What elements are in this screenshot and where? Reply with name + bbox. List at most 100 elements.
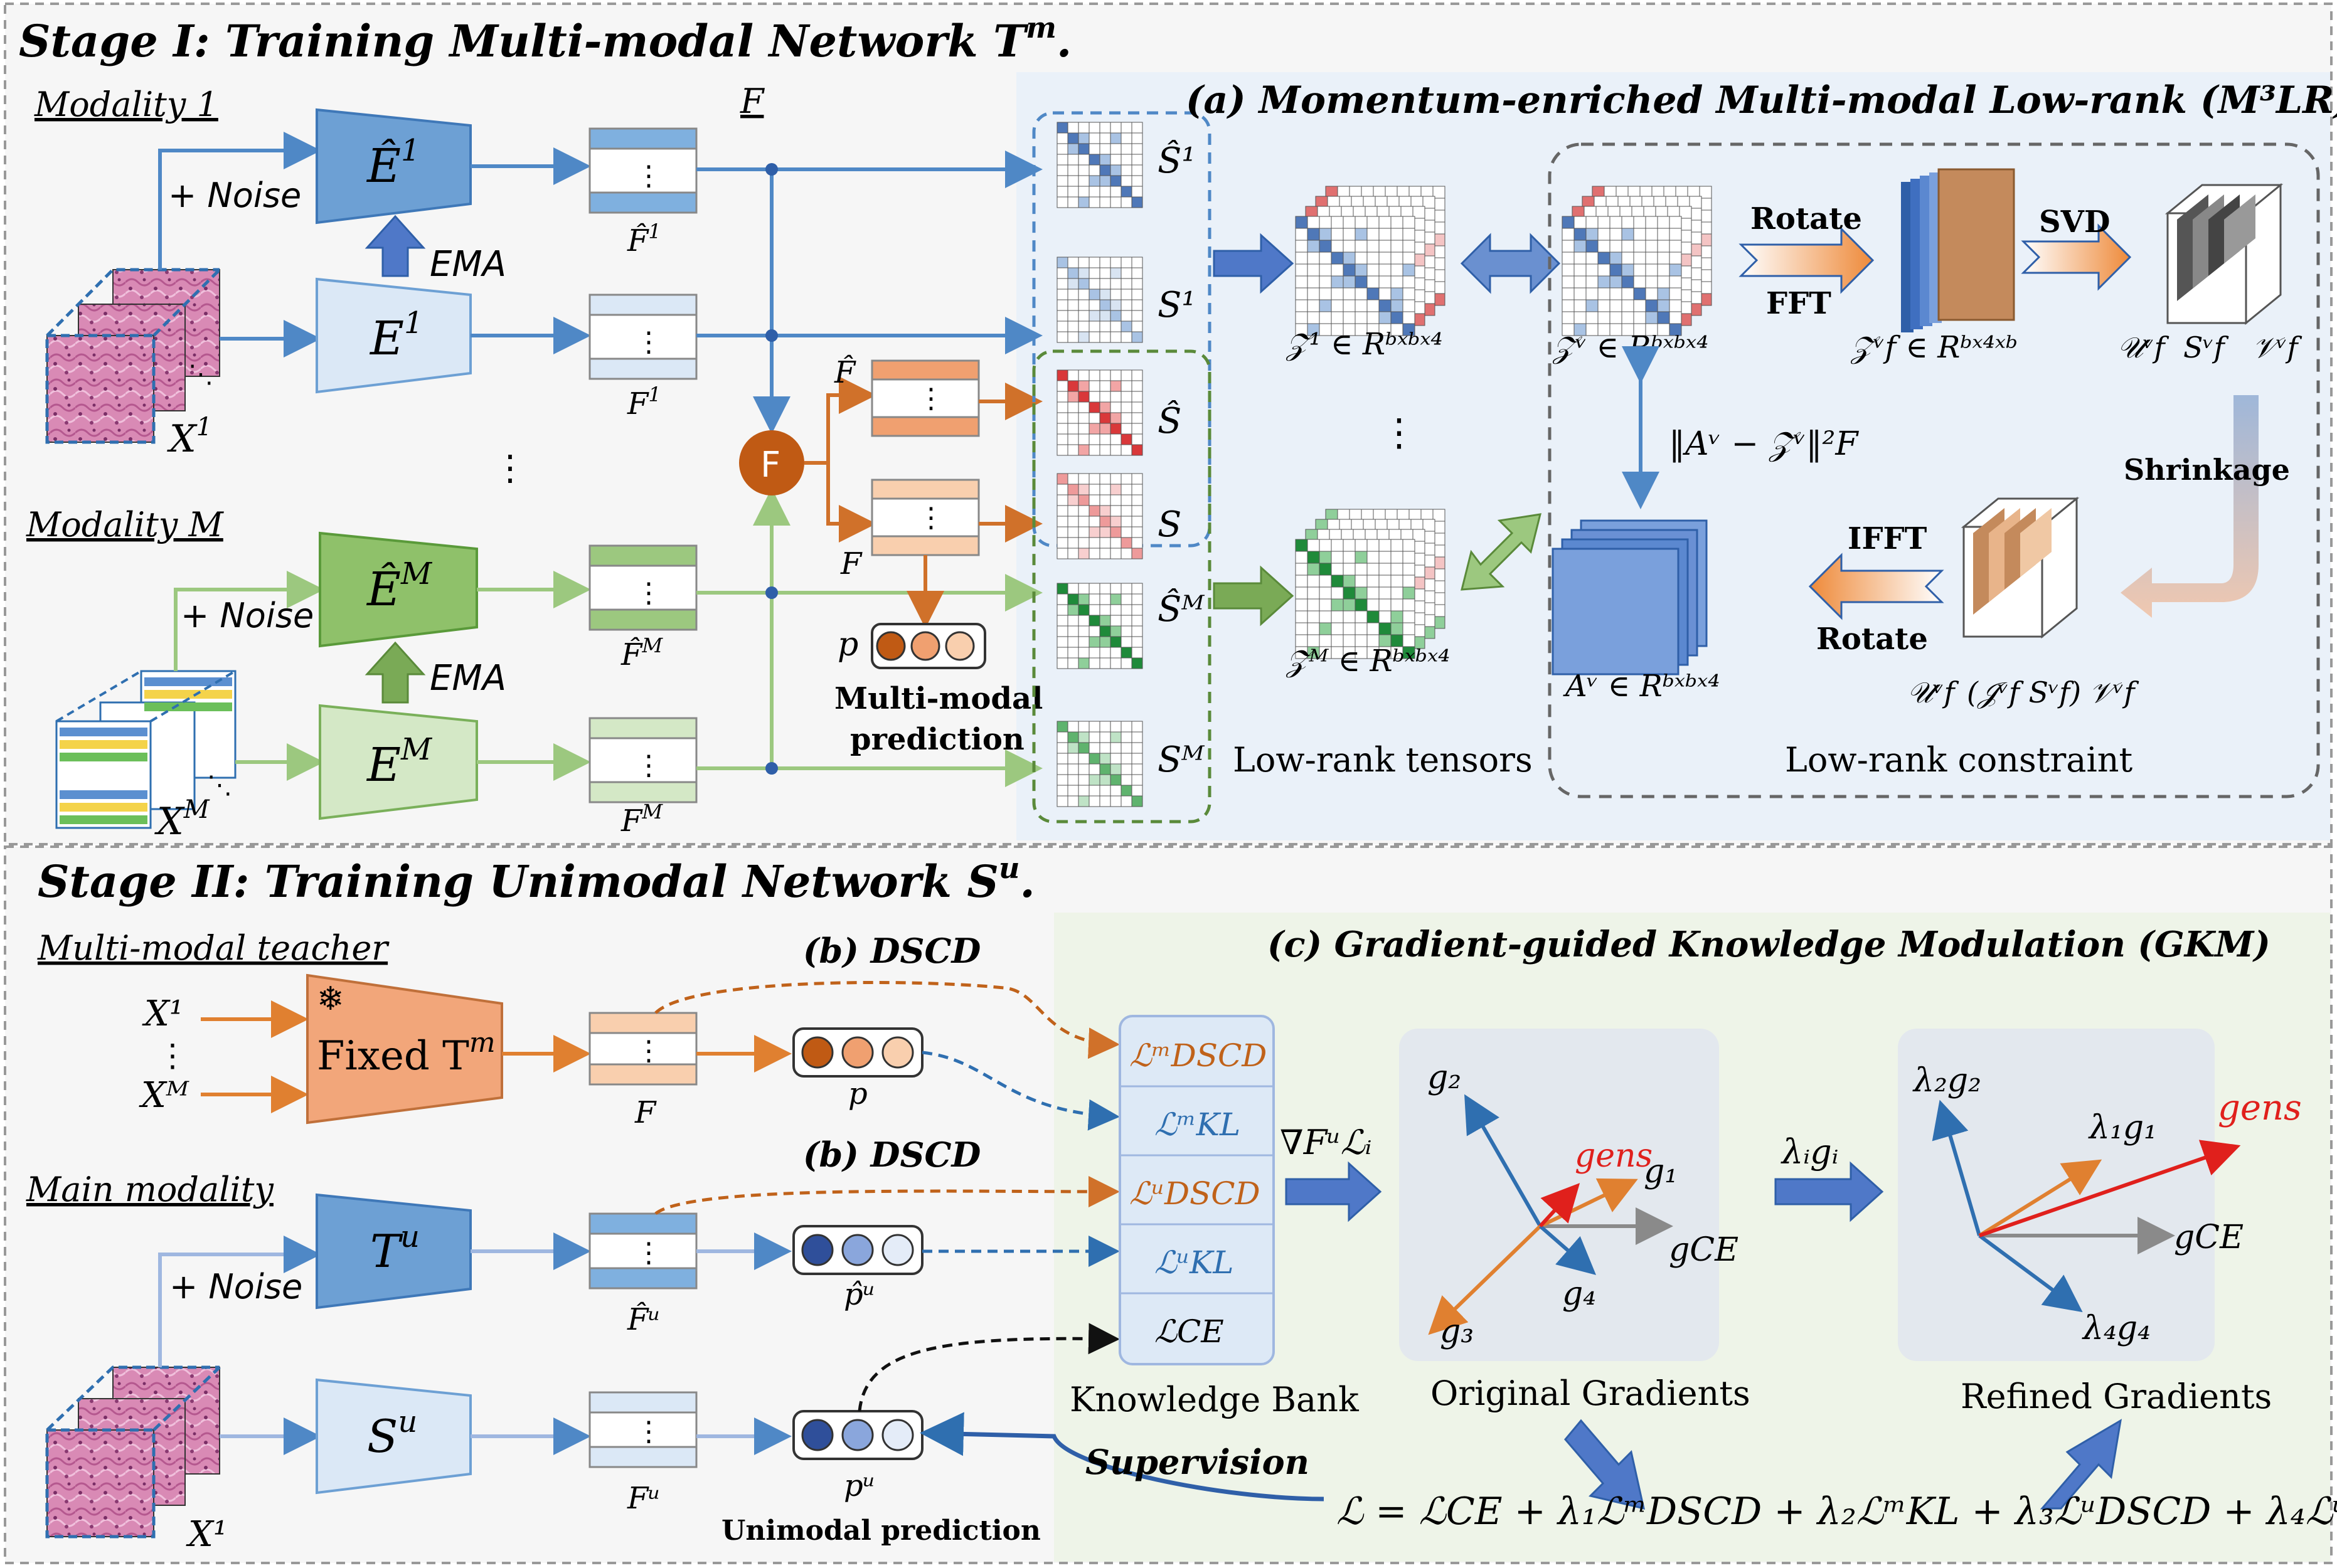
svd-label: SVD	[2039, 204, 2111, 240]
lambda4-g4-vector	[1978, 1234, 2083, 1313]
av-label: Aᵛ ∈ Rᵇˣᵇˣ⁴	[1563, 669, 1720, 704]
g4-vector	[1539, 1224, 1597, 1275]
kb-item-m-dscd: ℒᵐDSCD	[1129, 1037, 1267, 1074]
multimodal-prediction	[871, 623, 986, 669]
shrinkage-arrow	[2121, 395, 2259, 618]
xm-label: XM	[154, 795, 210, 844]
svg-text:ÊM: ÊM	[366, 556, 433, 617]
tu-encoder	[316, 1193, 472, 1310]
svg-text:⋮: ⋮	[635, 750, 663, 781]
g-ens-refined-vector	[1979, 1140, 2241, 1237]
svg-text:⋱: ⋱	[207, 771, 232, 800]
fused-label: F	[840, 546, 863, 581]
teacher-pred	[792, 1027, 924, 1078]
gens-r-label: gens	[2218, 1088, 2302, 1128]
stage1-title: Stage I: Training Multi-modal Network Tm…	[19, 11, 1072, 67]
fused-hat-feature: ⋮	[871, 359, 980, 437]
s-label-svd: Sᵛf	[2183, 331, 2229, 364]
knowledge-bank-label: Knowledge Bank	[1070, 1380, 1360, 1419]
lowrank-constraint-label: Low-rank constraint	[1785, 740, 2133, 780]
kb-item-ce: ℒCE	[1154, 1313, 1224, 1350]
zm-tensor	[1295, 509, 1445, 659]
svg-text:⋮: ⋮	[917, 502, 945, 534]
dscd-label-2: (b) DSCD	[803, 1135, 981, 1175]
zv-tensor	[1562, 186, 1712, 336]
fusion-node	[739, 430, 804, 495]
feat-u-label: Fᵘ	[627, 1481, 660, 1516]
x1-label: X1	[167, 413, 212, 461]
student-x1-label: X¹	[186, 1514, 227, 1555]
modality-1-label: Modality 1	[34, 85, 218, 124]
svd-cube	[2164, 183, 2284, 326]
arrow-to-zm	[1213, 565, 1294, 627]
svg-text:EM: EM	[366, 732, 433, 792]
kb-item-u-dscd: ℒᵘDSCD	[1129, 1175, 1260, 1212]
double-arrow-zm	[1461, 513, 1542, 591]
g-ens-vector	[1538, 1183, 1580, 1228]
svd-arrow	[2021, 223, 2132, 291]
stage2-title: Stage II: Training Unimodal Network Su.	[38, 851, 1035, 908]
svg-text:⋮: ⋮	[635, 1416, 663, 1448]
zm-label: 𝒵ᴹ ∈ Rᵇˣᵇˣ⁴	[1286, 644, 1450, 679]
noise-label-u: + Noise	[169, 1267, 302, 1306]
noise-label-1: + Noise	[168, 176, 301, 215]
double-arrow-z1	[1460, 233, 1561, 294]
z1-tensor	[1295, 186, 1445, 336]
lambda1-g1-vector	[1978, 1159, 2102, 1237]
arrow-to-z1	[1213, 233, 1294, 294]
zm-tensor-slice	[1295, 539, 1415, 659]
fused-modality-label: F	[740, 82, 765, 121]
supervision-label: Supervision	[1085, 1442, 1309, 1482]
g1-label: g₁	[1644, 1153, 1678, 1190]
encoder-hat-1	[316, 108, 472, 225]
feat-1-label: F1	[627, 383, 661, 421]
feat-hat-m-label: F̂M	[620, 633, 663, 672]
zv-label: 𝒵ᵛ ∈ Rᵇˣᵇˣ⁴	[1552, 330, 1708, 365]
vertical-dots-1: ⋮	[492, 448, 528, 489]
svg-text:Tu: Tu	[370, 1219, 420, 1278]
u-label: 𝒰ᵛf	[2117, 331, 2169, 364]
main-modality-label: Main modality	[26, 1170, 274, 1209]
v-label: 𝒱ᵛf	[2252, 331, 2302, 364]
s-1-matrix	[1057, 257, 1143, 343]
p-label: p	[838, 626, 858, 664]
gkm-title: (c) Gradient-guided Knowledge Modulation…	[1267, 924, 2270, 965]
svg-text:Fixed Tm: Fixed Tm	[317, 1027, 496, 1079]
fused-hat-label: F̂	[834, 354, 856, 390]
ema-arrow-1	[365, 215, 426, 277]
lg4-label: λ₄g₄	[2082, 1310, 2151, 1347]
lambda-g-label: λᵢgᵢ	[1781, 1132, 1839, 1172]
svg-text:⋮: ⋮	[917, 383, 945, 415]
p-u-label: pᵘ	[844, 1468, 875, 1503]
ema-label-1: EMA	[430, 244, 506, 285]
unimodal-pred-label: Unimodal prediction	[721, 1515, 1041, 1547]
lambda2-g2-vector	[1932, 1099, 1981, 1236]
arrow-loss-to-original	[1564, 1419, 1645, 1510]
v2-label: 𝒱ᵛf	[2089, 675, 2139, 709]
g4-label: g₄	[1562, 1275, 1596, 1313]
z1-tensor-slice	[1295, 216, 1415, 336]
s-matrix	[1057, 473, 1143, 559]
lowrank-constraint-box	[1548, 142, 2320, 798]
svg-text:E1: E1	[369, 305, 423, 366]
encoder-1	[316, 277, 472, 394]
rotate-fft-arrow	[1738, 226, 1875, 294]
teacher-feature: ⋮	[588, 1012, 698, 1086]
ema-arrow-m	[365, 641, 426, 704]
ifft-label: IFFT	[1848, 521, 1927, 556]
feature-hat-1: ⋮	[588, 127, 698, 214]
fused-feature: ⋮	[871, 479, 980, 556]
svg-text:F: F	[760, 445, 780, 485]
rotate-label: Rotate	[1750, 201, 1862, 236]
teacher-xdots: ⋮	[157, 1037, 188, 1074]
lg2-label: λ₂g₂	[1912, 1062, 1981, 1099]
refined-gradients-panel	[1898, 1029, 2215, 1361]
s-label: S	[1158, 504, 1181, 545]
kb-item-m-kl: ℒᵐKL	[1154, 1106, 1240, 1143]
svg-text:⋮: ⋮	[635, 1035, 663, 1067]
ema-label-m: EMA	[430, 658, 506, 699]
gce-r-label: gCE	[2174, 1219, 2244, 1256]
noise-label-m: + Noise	[181, 596, 314, 635]
p-u-pred	[792, 1410, 924, 1460]
p-hat-u-label: p̂ᵘ	[844, 1277, 875, 1312]
